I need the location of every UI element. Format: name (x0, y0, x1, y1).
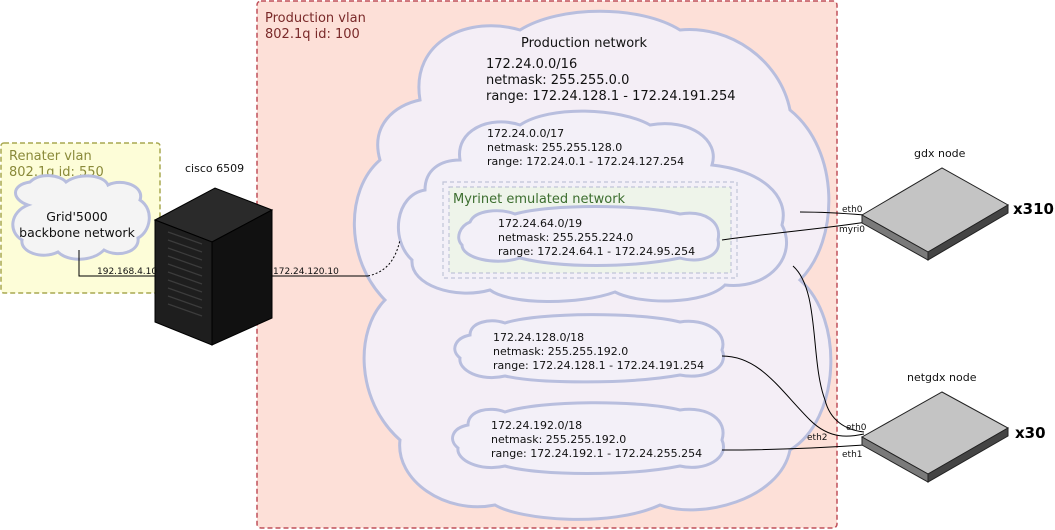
gdx-port-eth0: eth0 (842, 205, 863, 215)
subnet-192-range: range: 172.24.192.1 - 172.24.255.254 (491, 447, 702, 460)
renater-vlan-title: Renater vlan (9, 149, 92, 164)
production-network-cidr: 172.24.0.0/16 (486, 57, 577, 72)
gdx-port-myri0: myri0 (839, 225, 865, 235)
link-dotted-production (367, 239, 401, 277)
netgdx-port-eth0: eth0 (846, 423, 867, 433)
subnet-17-netmask: netmask: 255.255.128.0 (487, 141, 622, 154)
production-vlan-id: 802.1q id: 100 (265, 27, 360, 42)
production-network-netmask: netmask: 255.255.0.0 (486, 73, 629, 88)
myrinet-network: Myrinet emulated network 172.24.64.0/19 … (442, 181, 738, 279)
subnet-192-netmask: netmask: 255.255.192.0 (491, 433, 626, 446)
link-gdx-eth0 (799, 211, 865, 216)
production-network-title: Production network (521, 36, 648, 51)
myrinet-cidr: 172.24.64.0/19 (498, 217, 582, 230)
backbone-line1: Grid'5000 (46, 209, 108, 224)
production-network-range: range: 172.24.128.1 - 172.24.191.254 (486, 89, 735, 104)
gdx-count: x310 (1013, 200, 1054, 218)
connections (78, 211, 867, 451)
subnet-17-cidr: 172.24.0.0/17 (487, 127, 564, 140)
netgdx-node: netgdx node x30 eth0 eth2 eth1 (807, 371, 1046, 483)
link-netgdx-eth1 (721, 444, 865, 451)
switch-port-production: 172.24.120.10 (273, 267, 339, 277)
myrinet-netmask: netmask: 255.255.224.0 (498, 231, 633, 244)
netgdx-label: netgdx node (907, 371, 977, 384)
subnet-128-range: range: 172.24.128.1 - 172.24.191.254 (493, 359, 704, 372)
netgdx-port-eth2: eth2 (807, 433, 828, 443)
gdx-label: gdx node (914, 147, 966, 160)
subnet-192-cloud: 172.24.192.0/18 netmask: 255.255.192.0 r… (451, 401, 725, 475)
switch-port-backbone: 192.168.4.10 (97, 267, 157, 277)
netgdx-count: x30 (1015, 424, 1046, 442)
cisco-switch: cisco 6509 192.168.4.10 172.24.120.10 (97, 162, 339, 346)
switch-label: cisco 6509 (185, 162, 244, 175)
myrinet-title: Myrinet emulated network (453, 192, 626, 207)
myrinet-range: range: 172.24.64.1 - 172.24.95.254 (498, 245, 695, 258)
link-backbone-switch (78, 250, 160, 277)
link-netgdx-eth2 (721, 355, 865, 437)
gdx-node: gdx node x310 eth0 myri0 (839, 147, 1054, 261)
subnet-128-cloud: 172.24.128.0/18 netmask: 255.255.192.0 r… (453, 313, 725, 384)
backbone-line2: backbone network (19, 225, 135, 240)
link-gdx-myri0 (721, 221, 867, 241)
netgdx-port-eth1: eth1 (842, 450, 863, 460)
switch-vents (167, 231, 203, 317)
backbone-cloud: Grid'5000 backbone network (11, 174, 151, 261)
subnet-128-cidr: 172.24.128.0/18 (493, 331, 584, 344)
subnet-192-cidr: 172.24.192.0/18 (491, 419, 582, 432)
subnet-128-netmask: netmask: 255.255.192.0 (493, 345, 628, 358)
subnet-17-range: range: 172.24.0.1 - 172.24.127.254 (487, 155, 684, 168)
production-vlan-title: Production vlan (265, 11, 366, 26)
link-netgdx-eth0 (792, 265, 865, 433)
